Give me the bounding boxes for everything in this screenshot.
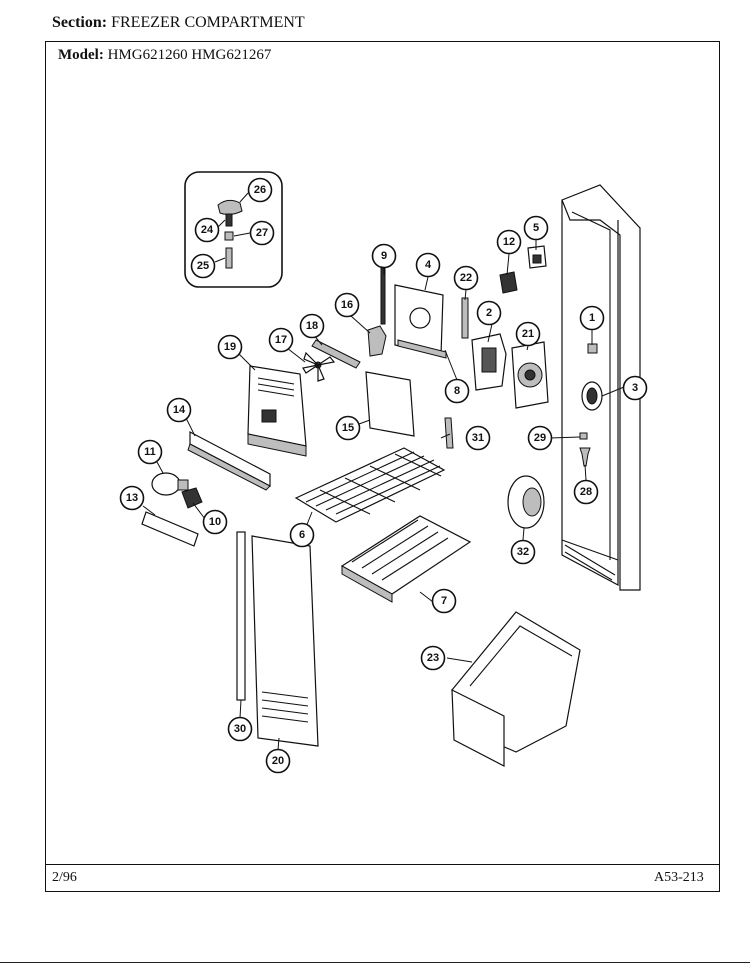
page-bottom-divider <box>0 962 750 963</box>
callout-25: 25 <box>190 253 216 279</box>
model-heading: Model: HMG621260 HMG621267 <box>58 47 271 64</box>
part-30-shape <box>236 531 246 701</box>
callout-13-label: 13 <box>126 492 138 504</box>
callout-14: 14 <box>166 397 192 423</box>
callout-16: 16 <box>334 292 360 318</box>
callout-30: 30 <box>227 716 253 742</box>
callout-15: 15 <box>335 415 361 441</box>
callout-4-label: 4 <box>425 259 432 271</box>
callout-6-label: 6 <box>299 529 305 541</box>
part-6-shape <box>294 447 446 523</box>
part-14-shape <box>187 431 271 491</box>
callout-26-label: 26 <box>254 184 266 196</box>
callout-29-label: 29 <box>534 432 546 444</box>
callout-1: 1 <box>579 305 605 331</box>
callout-14-label: 14 <box>173 404 186 416</box>
callout-23-label: 23 <box>427 652 439 664</box>
model-label: Model: <box>58 47 104 63</box>
part-22-shape <box>461 297 469 339</box>
callout-23: 23 <box>420 645 446 671</box>
callout-12-label: 12 <box>503 236 515 248</box>
callout-10-label: 10 <box>209 516 221 528</box>
callout-30-label: 30 <box>234 723 246 735</box>
callout-17-label: 17 <box>275 334 287 346</box>
callout-28-label: 28 <box>580 486 592 498</box>
callout-22: 22 <box>453 265 479 291</box>
part-20-shape <box>251 535 319 747</box>
callout-15-label: 15 <box>342 422 354 434</box>
callout-19: 19 <box>217 334 243 360</box>
section-heading: Section: FREEZER COMPARTMENT <box>52 14 305 32</box>
callout-9-label: 9 <box>381 250 387 262</box>
footer-page-code: A53-213 <box>654 870 704 885</box>
callout-12: 12 <box>496 229 522 255</box>
callout-5-label: 5 <box>533 222 539 234</box>
footer-divider <box>45 864 720 865</box>
callout-28: 28 <box>573 479 599 505</box>
callout-21: 21 <box>515 321 541 347</box>
callout-4: 4 <box>415 252 441 278</box>
part-28-shape <box>579 447 591 467</box>
callout-6: 6 <box>289 522 315 548</box>
callout-7-label: 7 <box>441 595 447 607</box>
callout-11-label: 11 <box>144 446 156 458</box>
callout-31: 31 <box>465 425 491 451</box>
callout-20: 20 <box>265 748 291 774</box>
footer-date: 2/96 <box>52 870 77 885</box>
callout-24: 24 <box>194 217 220 243</box>
callout-32-label: 32 <box>517 546 529 558</box>
callout-17: 17 <box>268 327 294 353</box>
part-32-shape <box>507 475 545 529</box>
callout-24-label: 24 <box>201 224 214 236</box>
callout-31-label: 31 <box>472 432 484 444</box>
callout-27: 27 <box>249 220 275 246</box>
callout-22-label: 22 <box>460 272 472 284</box>
part-29-shape <box>579 432 588 440</box>
callout-29: 29 <box>527 425 553 451</box>
callout-1-label: 1 <box>589 312 595 324</box>
callout-2: 2 <box>476 300 502 326</box>
callout-8-label: 8 <box>454 385 460 397</box>
section-value: FREEZER COMPARTMENT <box>111 14 305 31</box>
callout-18-label: 18 <box>306 320 318 332</box>
callout-25-label: 25 <box>197 260 209 272</box>
callout-20-label: 20 <box>272 755 284 767</box>
part-1-shape <box>587 343 598 354</box>
callout-19-label: 19 <box>224 341 236 353</box>
callout-13: 13 <box>119 485 145 511</box>
callout-10: 10 <box>202 509 228 535</box>
part-15-shape <box>365 371 415 437</box>
cabinet-liner <box>561 184 641 591</box>
callout-2-label: 2 <box>486 307 492 319</box>
callout-26: 26 <box>247 177 273 203</box>
model-value: HMG621260 HMG621267 <box>107 47 272 63</box>
callout-21-label: 21 <box>522 328 534 340</box>
diagram-frame <box>45 41 720 892</box>
section-label: Section: <box>52 14 108 31</box>
part-7-shape <box>340 515 472 603</box>
callout-18: 18 <box>299 313 325 339</box>
part-17-shape <box>302 351 336 382</box>
callout-9: 9 <box>371 243 397 269</box>
part-18-shape <box>311 339 361 369</box>
callout-8: 8 <box>444 378 470 404</box>
callout-27-label: 27 <box>256 227 268 239</box>
callout-3: 3 <box>622 375 648 401</box>
part-23-shape <box>451 611 581 767</box>
part-13-shape <box>141 511 199 547</box>
part-16-shape <box>367 325 387 357</box>
part-19-shape <box>247 365 307 457</box>
part-10-shape <box>181 487 203 509</box>
callout-16-label: 16 <box>341 299 353 311</box>
callout-5: 5 <box>523 215 549 241</box>
part-9-shape <box>380 267 386 325</box>
part-11-shape <box>151 472 189 496</box>
part-31-shape <box>444 417 454 449</box>
callout-11: 11 <box>137 439 163 465</box>
callout-7: 7 <box>431 588 457 614</box>
callout-32: 32 <box>510 539 536 565</box>
part-12-shape <box>499 271 518 294</box>
callout-3-label: 3 <box>632 382 638 394</box>
